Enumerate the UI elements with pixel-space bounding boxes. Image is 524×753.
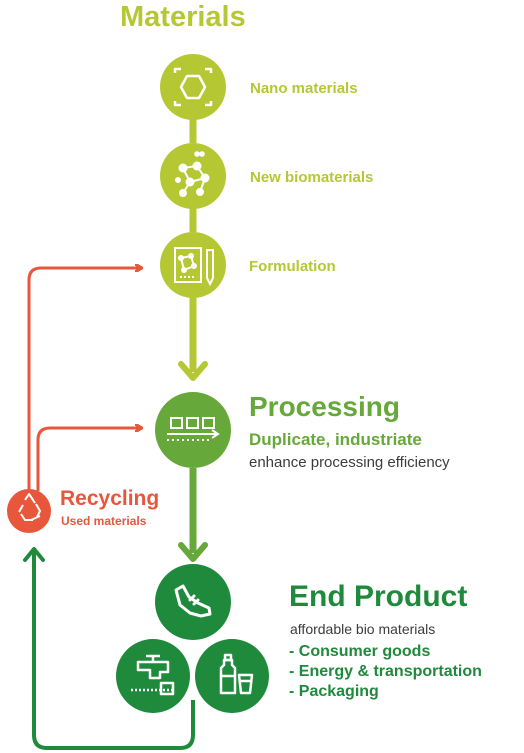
nano-hexagon-icon [173,67,213,107]
water-tap-node [116,639,190,713]
new-biomaterials-node [160,143,226,209]
end-product-item-consumer-goods: - Consumer goods [289,643,431,660]
step-label-nano-materials: Nano materials [250,80,358,97]
shoe-icon [174,584,212,618]
recycling-subtitle: Used materials [61,514,147,528]
recycle-icon [18,493,41,521]
water-tap-icon [131,654,175,696]
end-product-description: affordable bio materials [290,621,436,637]
recycling-node [7,489,51,533]
end-product-item-packaging: - Packaging [289,683,379,700]
formulation-node [160,232,226,298]
formulation-sheet-pencil-icon [174,247,214,287]
end-product-item-energy-transportation: - Energy & transportation [289,663,482,680]
bottle-packaging-icon [219,653,254,695]
arrow-up-icon [23,547,45,562]
processing-description: enhance processing efficiency [249,454,450,471]
arrow-down-icon [178,361,208,381]
shoe-node [155,564,231,640]
end-product-title: End Product [289,580,468,613]
end-product-list: - Consumer goods - Energy & transportati… [289,642,482,702]
processing-node [155,392,231,468]
molecule-network-icon [175,151,210,197]
arrow-down-icon [178,542,208,562]
end-to-recycle-loop [32,550,195,750]
step-label-new-biomaterials: New biomaterials [250,169,374,186]
processing-title: Processing [249,391,400,422]
recycle-to-formulation-arrow [27,268,140,490]
bottle-packaging-node [195,639,269,713]
nano-materials-node [160,54,226,120]
processing-subtitle: Duplicate, industriate [249,430,422,449]
recycle-to-processing-arrow [36,428,140,491]
recycling-title: Recycling [60,487,160,510]
materials-title: Materials [120,1,246,33]
conveyor-belt-icon [167,417,220,441]
step-label-formulation: Formulation [249,258,336,275]
